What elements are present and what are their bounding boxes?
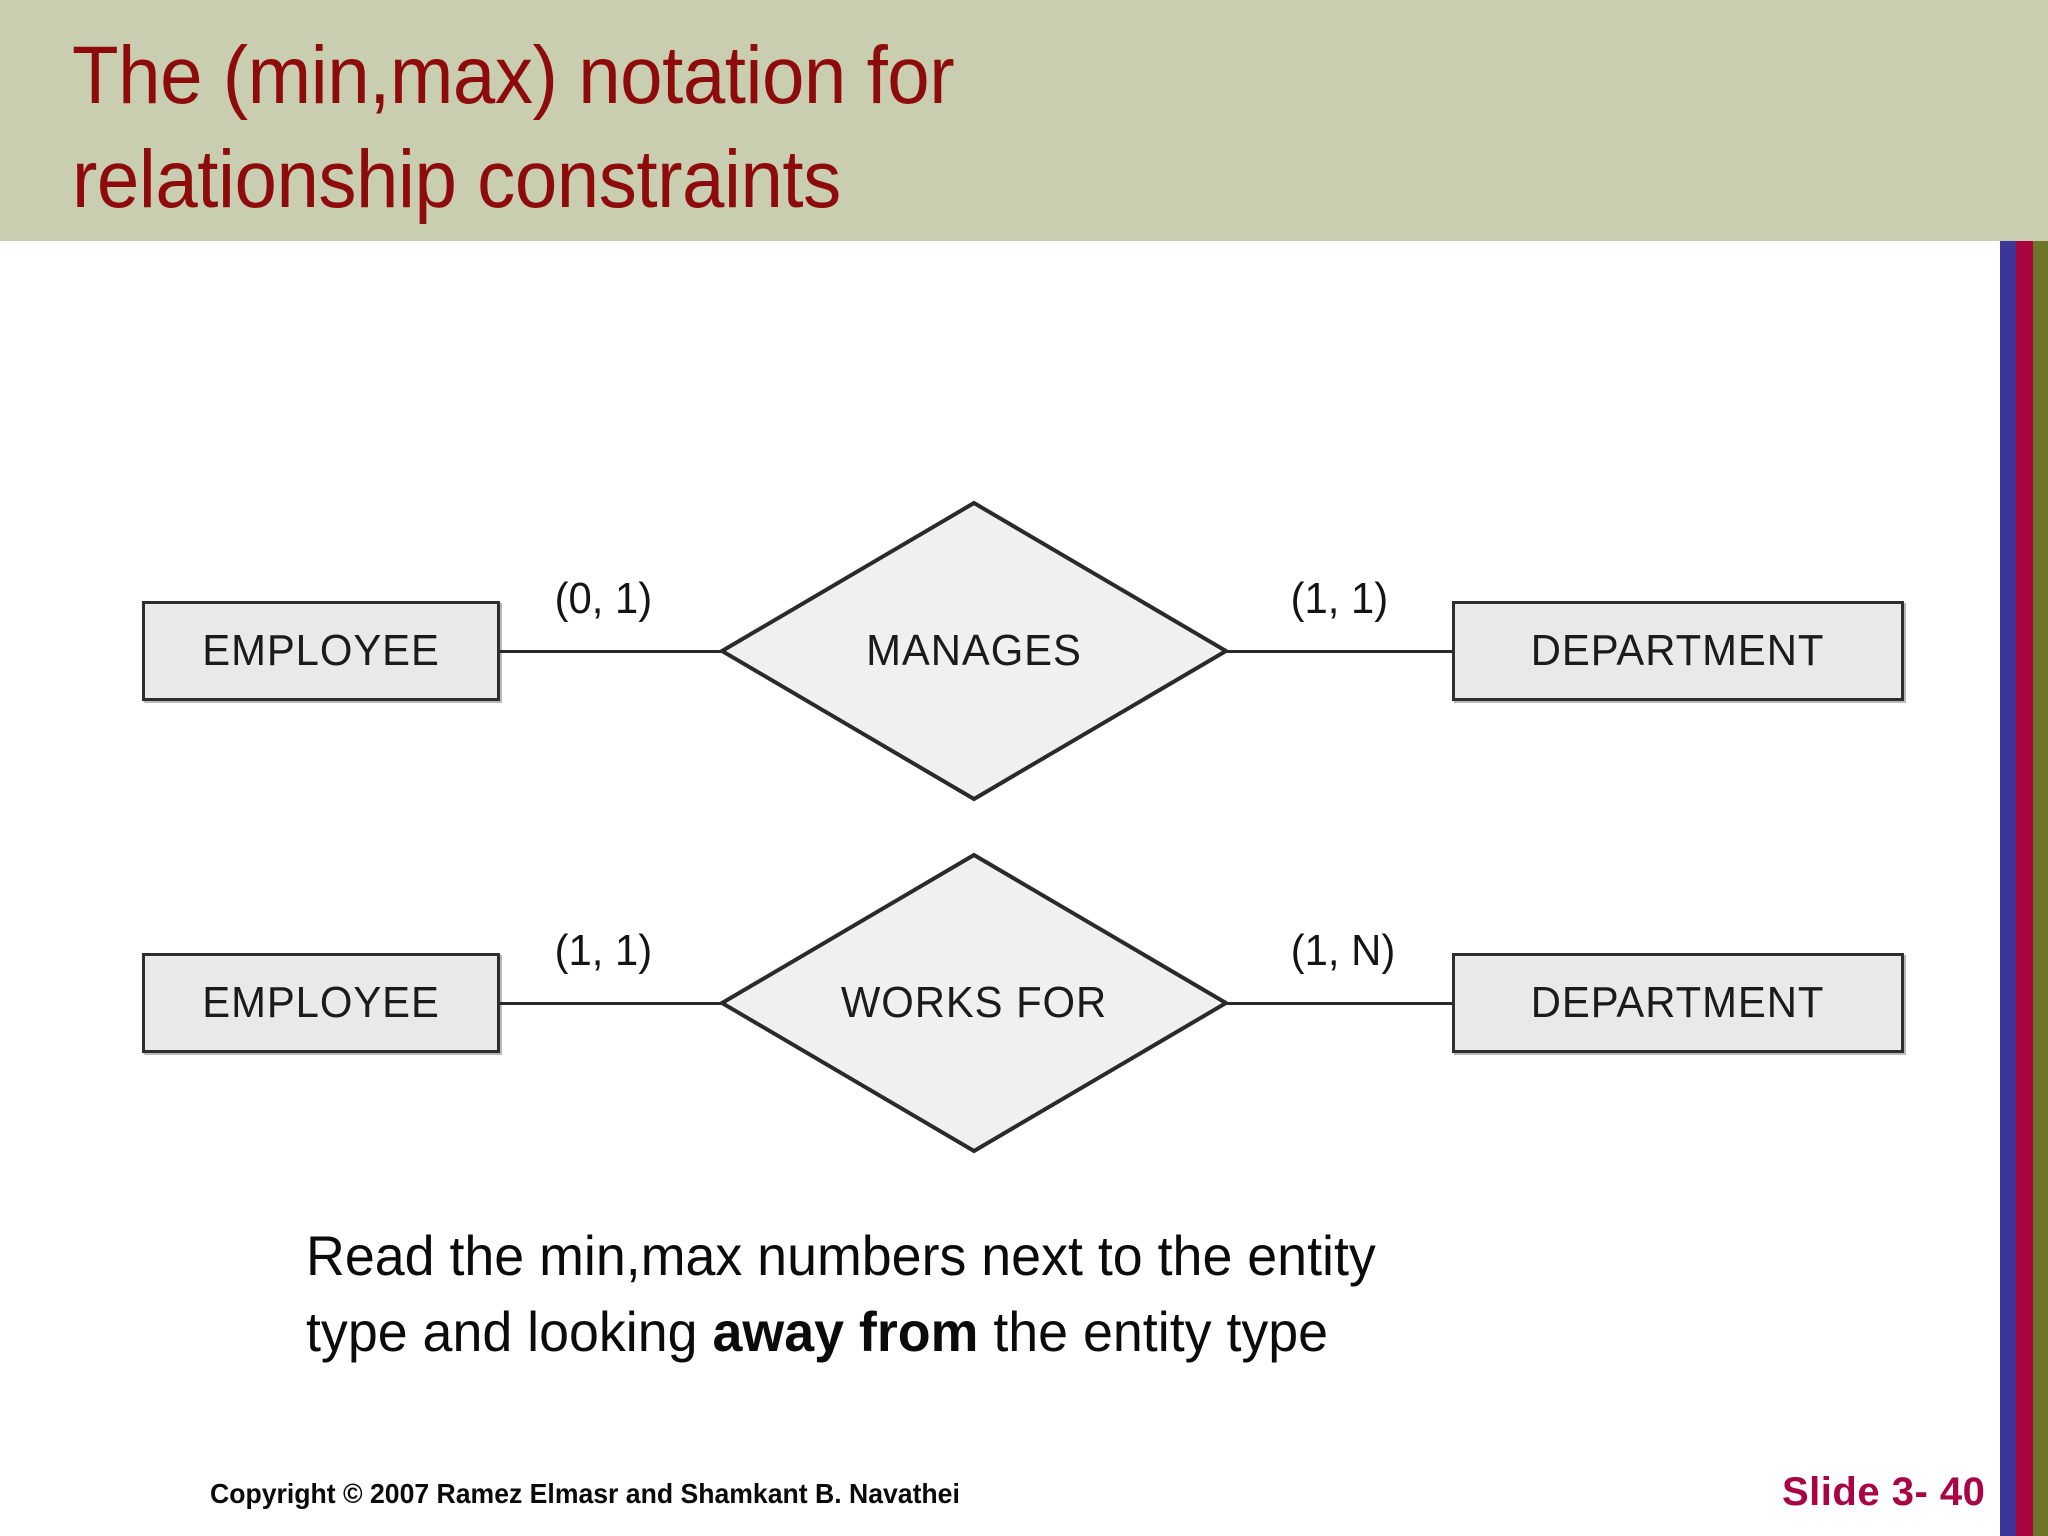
edge-stripe-blue	[2000, 241, 2016, 1536]
connector-line-left	[500, 1002, 722, 1005]
footer-copyright: Copyright © 2007 Ramez Elmasr and Shamka…	[210, 1478, 960, 1509]
edge-stripe-group	[2000, 241, 2048, 1536]
edge-stripe-olive	[2033, 241, 2048, 1536]
connector-line-right	[1226, 650, 1454, 653]
diamond-shape-icon	[718, 500, 1230, 802]
cardinality-label-right: (1, N)	[1290, 926, 1396, 975]
er-relationship-row: EMPLOYEE (1, 1) WORKS FOR (1, N) DEPARTM…	[0, 841, 1990, 1171]
entity-employee[interactable]: EMPLOYEE	[142, 601, 500, 701]
entity-label: EMPLOYEE	[202, 626, 440, 675]
entity-department[interactable]: DEPARTMENT	[1452, 953, 1904, 1053]
er-diagram: EMPLOYEE (0, 1) MANAGES (1, 1) DEPARTMEN…	[0, 241, 1990, 1201]
slide-number: Slide 3- 40	[1782, 1470, 1986, 1514]
relationship-manages[interactable]: MANAGES	[718, 499, 1230, 803]
body-line-2-emphasis: away from	[712, 1300, 979, 1363]
relationship-label: WORKS FOR	[840, 978, 1108, 1027]
entity-label: EMPLOYEE	[202, 978, 440, 1027]
cardinality-label-left: (1, 1)	[554, 926, 653, 975]
cardinality-label-right: (1, 1)	[1290, 574, 1389, 623]
connector-line-right	[1226, 1002, 1454, 1005]
body-line-1: Read the min,max numbers next to the ent…	[306, 1224, 1376, 1287]
entity-label: DEPARTMENT	[1531, 626, 1825, 675]
title-band: The (min,max) notation for relationship …	[0, 0, 2048, 241]
diamond-shape-icon	[718, 852, 1230, 1154]
relationship-works-for[interactable]: WORKS FOR	[718, 851, 1230, 1155]
relationship-label: MANAGES	[866, 626, 1082, 675]
body-line-2-after: the entity type	[978, 1300, 1329, 1363]
edge-stripe-red	[2016, 241, 2033, 1536]
entity-label: DEPARTMENT	[1531, 978, 1825, 1027]
connector-line-left	[500, 650, 722, 653]
page-title: The (min,max) notation for relationship …	[72, 30, 955, 225]
body-paragraph: Read the min,max numbers next to the ent…	[306, 1218, 1698, 1370]
cardinality-label-left: (0, 1)	[554, 574, 653, 623]
body-line-2-before: type and looking	[306, 1300, 713, 1363]
er-relationship-row: EMPLOYEE (0, 1) MANAGES (1, 1) DEPARTMEN…	[0, 489, 1990, 819]
entity-department[interactable]: DEPARTMENT	[1452, 601, 1904, 701]
entity-employee[interactable]: EMPLOYEE	[142, 953, 500, 1053]
